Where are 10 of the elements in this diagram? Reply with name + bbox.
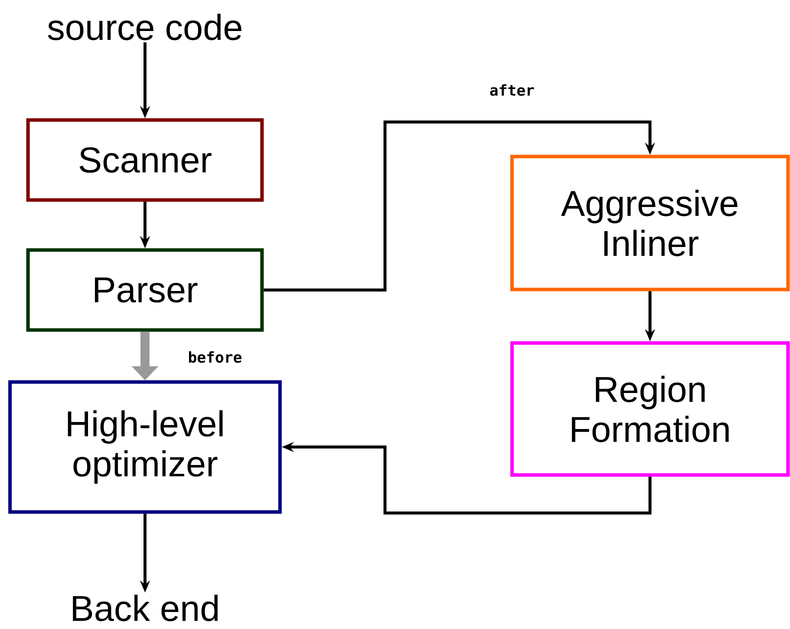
process-box: Scanner	[26, 118, 264, 202]
edge-label: after	[488, 83, 536, 97]
terminal-text: source code	[48, 14, 242, 40]
process-box: Aggressive Inliner	[510, 154, 790, 292]
process-box: Parser	[26, 248, 264, 332]
arrow	[264, 120, 656, 292]
process-box: Region Formation	[510, 341, 790, 477]
process-box: High-level optimizer	[8, 380, 282, 514]
terminal-text: Back end	[72, 594, 218, 622]
edge-label: before	[186, 350, 244, 364]
